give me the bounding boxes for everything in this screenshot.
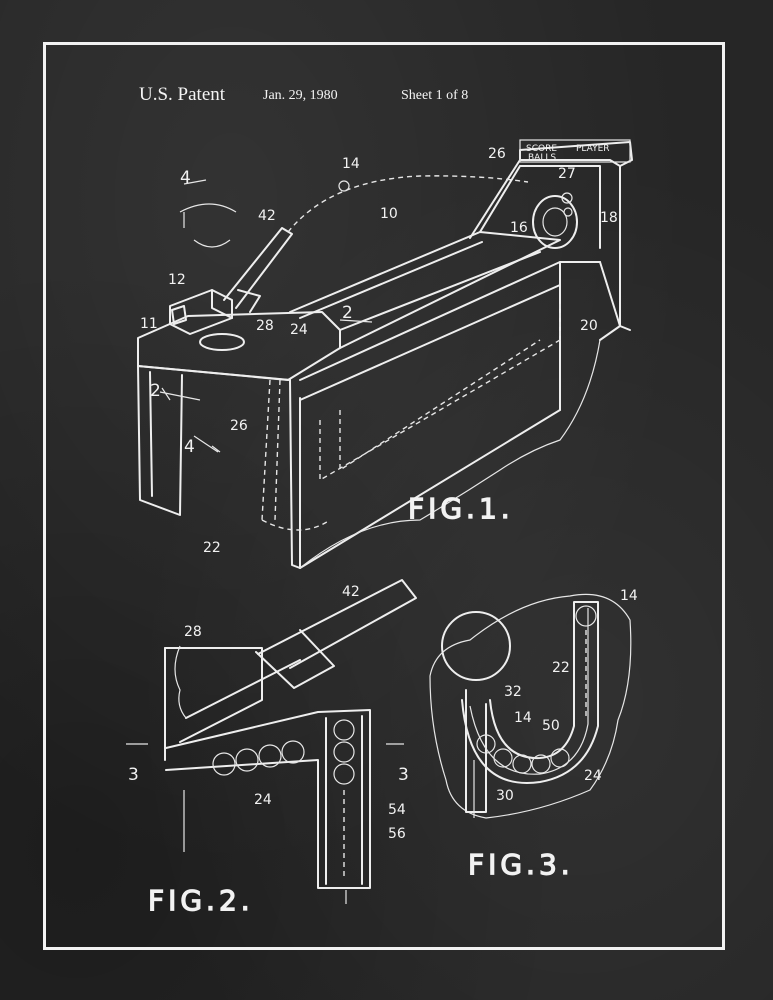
fig3-ref-50: 50 (542, 718, 560, 734)
poster-frame (43, 42, 725, 950)
sheet-number: Sheet 1 of 8 (401, 88, 469, 103)
fig3-u-track (429, 593, 632, 819)
ref-14: 14 (342, 156, 360, 172)
score-label: SCORE (526, 144, 557, 154)
fig3-ref-24: 24 (584, 768, 602, 784)
ref-28: 28 (256, 318, 274, 334)
fig1-skeeball-machine (137, 139, 633, 569)
ref-20: 20 (580, 318, 598, 334)
ref-4-bottom: 4 (184, 437, 195, 457)
fig2-ref-24: 24 (254, 792, 272, 808)
fig3-ref-30: 30 (496, 788, 514, 804)
ref-2-right: 2 (342, 303, 353, 323)
ref-27: 27 (558, 166, 576, 182)
ref-24: 24 (290, 322, 308, 338)
ref-26-bottom: 26 (230, 418, 248, 434)
ref-42: 42 (258, 208, 276, 224)
patent-date: Jan. 29, 1980 (263, 88, 338, 103)
ref-4-top: 4 (180, 168, 191, 188)
ref-11: 11 (140, 316, 158, 332)
balls-label: BALLS (528, 153, 556, 163)
fig2-ref-42: 42 (342, 584, 360, 600)
ref-10: 10 (380, 206, 398, 222)
fig2-ball-return (126, 579, 417, 904)
fig2-ref-54: 54 (388, 802, 406, 818)
ref-2-left: 2 (150, 381, 161, 401)
fig2-ref-3-right: 3 (398, 765, 409, 785)
player-label: PLAYER (576, 144, 610, 154)
fig2-ref-3-left: 3 (128, 765, 139, 785)
ref-22: 22 (203, 540, 221, 556)
fig3-ref-22: 22 (552, 660, 570, 676)
fig2-ref-28: 28 (184, 624, 202, 640)
fig1-label: FIG.1. (408, 492, 514, 525)
ref-12: 12 (168, 272, 186, 288)
fig3-label: FIG.3. (468, 848, 574, 881)
fig2-label: FIG.2. (148, 884, 254, 917)
patent-title: U.S. Patent (139, 84, 226, 105)
fig3-ref-32: 32 (504, 684, 522, 700)
fig3-ref-14-mid: 14 (514, 710, 532, 726)
fig3-ref-14-top: 14 (620, 588, 638, 604)
ref-26-top: 26 (488, 146, 506, 162)
ref-18: 18 (600, 210, 618, 226)
fig2-ref-56: 56 (388, 826, 406, 842)
ref-16: 16 (510, 220, 528, 236)
